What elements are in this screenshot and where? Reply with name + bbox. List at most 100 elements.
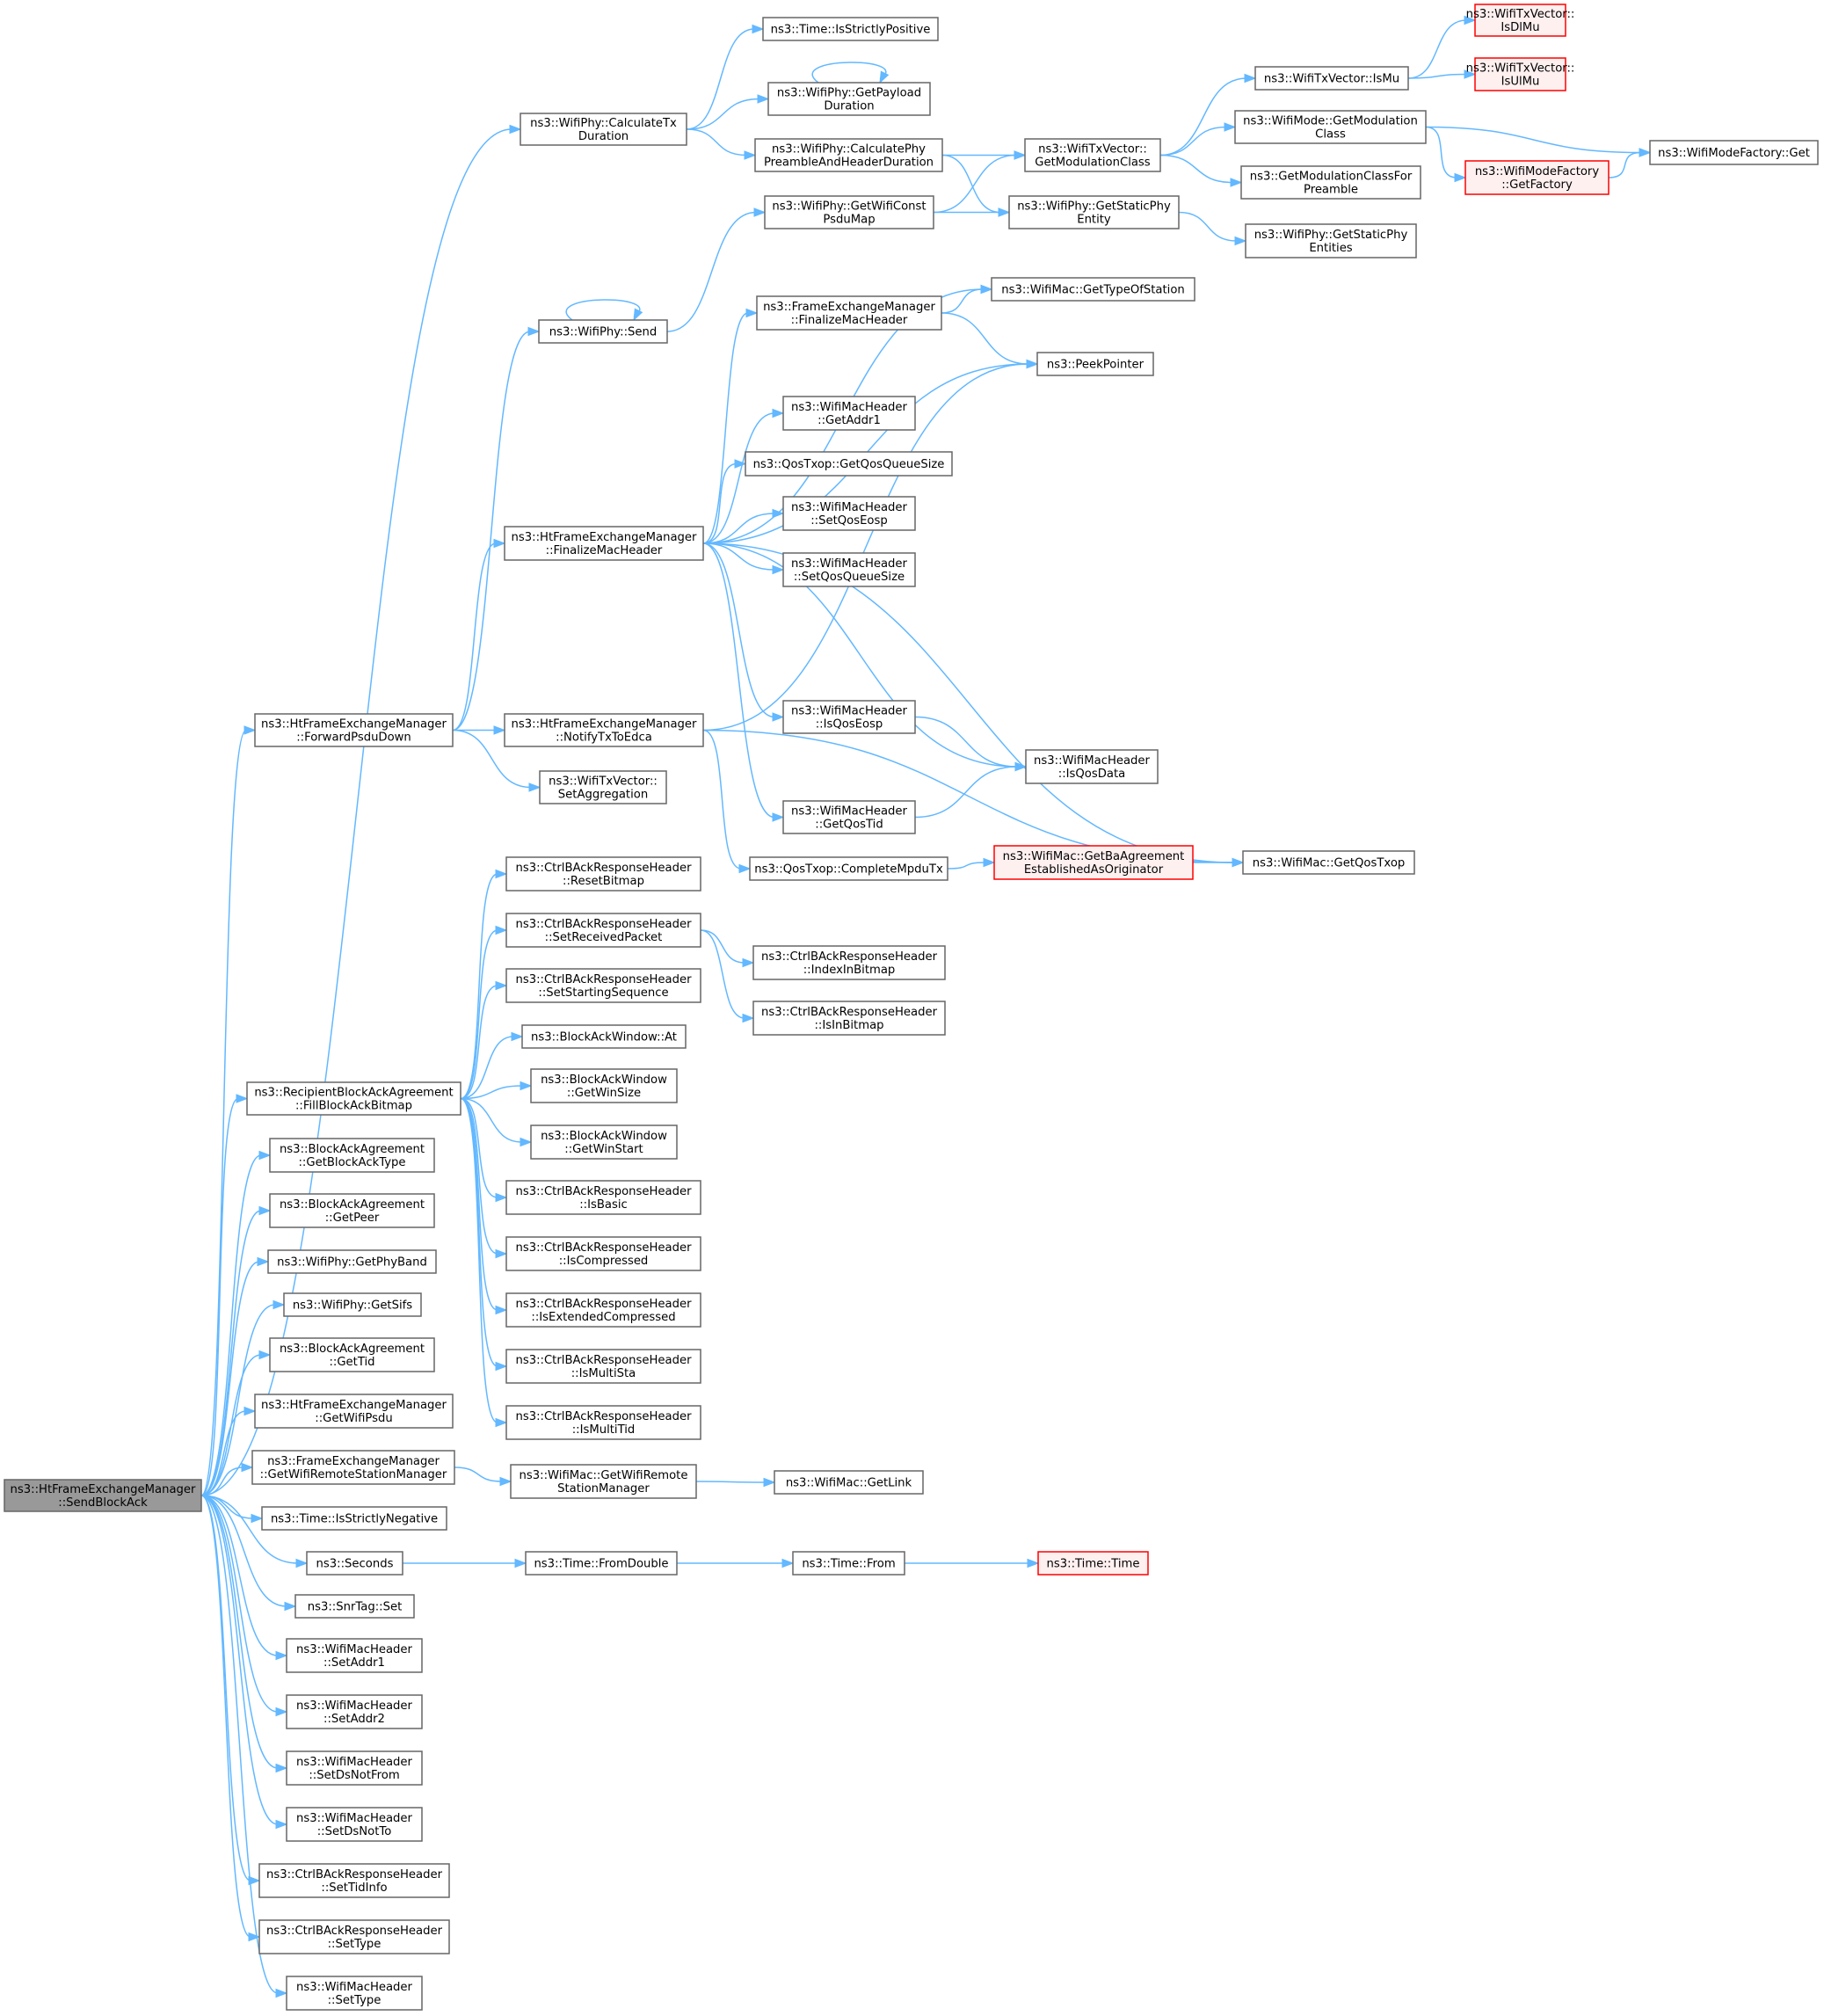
edge-line <box>1407 73 1467 79</box>
node-label-line: EstablishedAsOriginator <box>1024 863 1164 877</box>
node-get-mod-class-tx[interactable]: ns3::WifiTxVector::GetModulationClass <box>1024 138 1161 172</box>
node-ctrl-set-type[interactable]: ns3::CtrlBAckResponseHeader::SetType <box>258 1919 450 1954</box>
node-is-multi-sta[interactable]: ns3::CtrlBAckResponseHeader::IsMultiSta <box>505 1349 701 1384</box>
node-set-addr1[interactable]: ns3::WifiMacHeader::SetAddr1 <box>286 1638 423 1673</box>
node-is-ul-mu[interactable]: ns3::WifiTxVector::IsUlMu <box>1466 57 1575 91</box>
node-get-sifs[interactable]: ns3::WifiPhy::GetSifs <box>283 1292 422 1317</box>
node-is-qos-data[interactable]: ns3::WifiMacHeader::IsQosData <box>1025 749 1159 784</box>
edge-get-mod-class-tx-to-get-mod-class-mode <box>1159 122 1237 156</box>
edge-arrowhead <box>527 326 541 337</box>
node-reset-bitmap[interactable]: ns3::CtrlBAckResponseHeader::ResetBitmap <box>505 856 701 892</box>
node-notify-tx[interactable]: ns3::HtFrameExchangeManager::NotifyTxToE… <box>504 713 704 747</box>
node-is-multi-tid[interactable]: ns3::CtrlBAckResponseHeader::IsMultiTid <box>505 1405 701 1440</box>
node-label-line: Duration <box>824 100 874 113</box>
node-label-line: ::SetAddr2 <box>323 1713 385 1726</box>
edge-seconds-to-from-double <box>403 1558 527 1568</box>
edge-line <box>914 716 1018 768</box>
node-wmf-get-factory[interactable]: ns3::WifiModeFactory::GetFactory <box>1464 160 1610 195</box>
node-get-win-start[interactable]: ns3::BlockAckWindow::GetWinStart <box>530 1124 678 1160</box>
node-set-addr2[interactable]: ns3::WifiMacHeader::SetAddr2 <box>286 1694 423 1729</box>
node-calc-phy-pre[interactable]: ns3::WifiPhy::CalculatePhyPreambleAndHea… <box>754 138 943 172</box>
node-box <box>258 1863 450 1898</box>
node-snr-set[interactable]: ns3::SnrTag::Set <box>294 1594 415 1619</box>
node-box <box>1024 138 1161 172</box>
node-get-qos-tid[interactable]: ns3::WifiMacHeader::GetQosTid <box>782 800 916 834</box>
node-fill-bitmap[interactable]: ns3::RecipientBlockAckAgreement::FillBlo… <box>246 1081 461 1116</box>
edge-arrowhead <box>511 1031 524 1042</box>
node-label-line: PsduMap <box>823 214 875 227</box>
node-set-tid-info[interactable]: ns3::CtrlBAckResponseHeader::SetTidInfo <box>258 1863 450 1898</box>
node-label-line: ns3::CtrlBAckResponseHeader <box>515 862 692 875</box>
edge-fill-bitmap-to-is-basic <box>460 1097 508 1203</box>
node-label-line: ns3::WifiMacHeader <box>296 1756 413 1769</box>
node-box <box>267 1249 437 1274</box>
node-is-ext-compressed[interactable]: ns3::CtrlBAckResponseHeader::IsExtendedC… <box>505 1292 701 1328</box>
node-is-qos-eosp[interactable]: ns3::WifiMacHeader::IsQosEosp <box>782 700 916 734</box>
node-get-type-of-station[interactable]: ns3::WifiMac::GetTypeOfStation <box>991 277 1195 302</box>
node-box <box>792 1551 905 1576</box>
node-baw-at[interactable]: ns3::BlockAckWindow::At <box>521 1024 687 1049</box>
node-forward-psdu[interactable]: ns3::HtFrameExchangeManager::ForwardPsdu… <box>254 713 454 747</box>
node-get-addr1[interactable]: ns3::WifiMacHeader::GetAddr1 <box>782 396 916 431</box>
node-mac-set-type[interactable]: ns3::WifiMacHeader::SetType <box>286 1976 423 2011</box>
node-root[interactable]: ns3::HtFrameExchangeManager::SendBlockAc… <box>4 1479 202 1512</box>
node-set-start-seq[interactable]: ns3::CtrlBAckResponseHeader::SetStarting… <box>505 968 701 1003</box>
node-seconds[interactable]: ns3::Seconds <box>306 1551 403 1576</box>
node-mac-get-rsm[interactable]: ns3::WifiMac::GetWifiRemoteStationManage… <box>510 1464 697 1499</box>
node-is-dl-mu[interactable]: ns3::WifiTxVector::IsDlMu <box>1466 4 1575 37</box>
node-is-strict-pos[interactable]: ns3::Time::IsStrictlyPositive <box>762 17 939 41</box>
node-is-basic[interactable]: ns3::CtrlBAckResponseHeader::IsBasic <box>505 1180 701 1215</box>
edge-line <box>700 929 745 964</box>
node-peek-pointer[interactable]: ns3::PeekPointer <box>1036 352 1154 376</box>
edge-arrowhead <box>763 1477 776 1488</box>
node-is-compressed[interactable]: ns3::CtrlBAckResponseHeader::IsCompresse… <box>505 1236 701 1271</box>
node-is-strict-neg[interactable]: ns3::Time::IsStrictlyNegative <box>261 1506 447 1531</box>
node-index-in-bitmap[interactable]: ns3::CtrlBAckResponseHeader::IndexInBitm… <box>752 945 946 980</box>
edge-arrowhead <box>772 812 785 822</box>
node-get-wifi-psdu[interactable]: ns3::HtFrameExchangeManager::GetWifiPsdu <box>254 1394 454 1429</box>
node-is-in-bitmap[interactable]: ns3::CtrlBAckResponseHeader::IsInBitmap <box>752 1001 946 1036</box>
node-get-phy-band[interactable]: ns3::WifiPhy::GetPhyBand <box>267 1249 437 1274</box>
node-time-time[interactable]: ns3::Time::Time <box>1037 1551 1149 1576</box>
node-ht-finalize[interactable]: ns3::HtFrameExchangeManager::FinalizeMac… <box>504 526 704 561</box>
node-label-line: Class <box>1315 128 1346 142</box>
node-from-double[interactable]: ns3::Time::FromDouble <box>525 1551 678 1576</box>
node-get-block-ack-type[interactable]: ns3::BlockAckAgreement::GetBlockAckType <box>269 1138 435 1173</box>
node-send[interactable]: ns3::WifiPhy::Send <box>538 319 668 344</box>
node-get-mod-class-mode[interactable]: ns3::WifiMode::GetModulationClass <box>1234 110 1427 144</box>
node-fem-get-rsm[interactable]: ns3::FrameExchangeManager::GetWifiRemote… <box>251 1450 455 1485</box>
node-set-qos-eosp[interactable]: ns3::WifiMacHeader::SetQosEosp <box>782 496 916 531</box>
node-box <box>1036 352 1154 376</box>
edge-line <box>702 513 775 544</box>
node-get-link[interactable]: ns3::WifiMac::GetLink <box>774 1470 924 1495</box>
node-label-line: ns3::WifiMacHeader <box>791 501 908 514</box>
edge-line <box>460 1097 498 1255</box>
node-set-qos-queue-size[interactable]: ns3::WifiMacHeader::SetQosQueueSize <box>782 552 916 587</box>
node-get-peer[interactable]: ns3::BlockAckAgreement::GetPeer <box>269 1193 435 1228</box>
node-set-received[interactable]: ns3::CtrlBAckResponseHeader::SetReceived… <box>505 913 701 948</box>
node-get-qos-queue-size[interactable]: ns3::QosTxop::GetQosQueueSize <box>745 451 953 477</box>
node-set-ds-not-from[interactable]: ns3::WifiMacHeader::SetDsNotFrom <box>286 1750 423 1786</box>
node-complete-mpdu[interactable]: ns3::QosTxop::CompleteMpduTx <box>749 856 948 881</box>
node-time-from[interactable]: ns3::Time::From <box>792 1551 905 1576</box>
node-is-mu[interactable]: ns3::WifiTxVector::IsMu <box>1254 66 1409 91</box>
node-get-ba-agreement[interactable]: ns3::WifiMac::GetBaAgreementEstablishedA… <box>993 845 1194 880</box>
node-fem-finalize[interactable]: ns3::FrameExchangeManager::FinalizeMacHe… <box>756 295 942 331</box>
node-label-line: ns3::CtrlBAckResponseHeader <box>515 1185 692 1198</box>
edge-ht-finalize-to-fem-finalize <box>702 308 759 544</box>
node-box <box>254 713 454 747</box>
node-set-aggregation[interactable]: ns3::WifiTxVector::SetAggregation <box>539 770 667 804</box>
node-get-tid[interactable]: ns3::BlockAckAgreement::GetTid <box>269 1337 435 1372</box>
edge-line <box>933 154 1017 214</box>
node-get-qos-txop[interactable]: ns3::WifiMac::GetQosTxop <box>1242 850 1415 875</box>
node-label-line: ns3::Time::IsStrictlyPositive <box>771 24 931 37</box>
node-get-win-size[interactable]: ns3::BlockAckWindow::GetWinSize <box>530 1068 678 1103</box>
node-set-ds-not-to[interactable]: ns3::WifiMacHeader::SetDsNotTo <box>286 1807 423 1842</box>
node-wmf-get[interactable]: ns3::WifiModeFactory::Get <box>1649 140 1819 165</box>
